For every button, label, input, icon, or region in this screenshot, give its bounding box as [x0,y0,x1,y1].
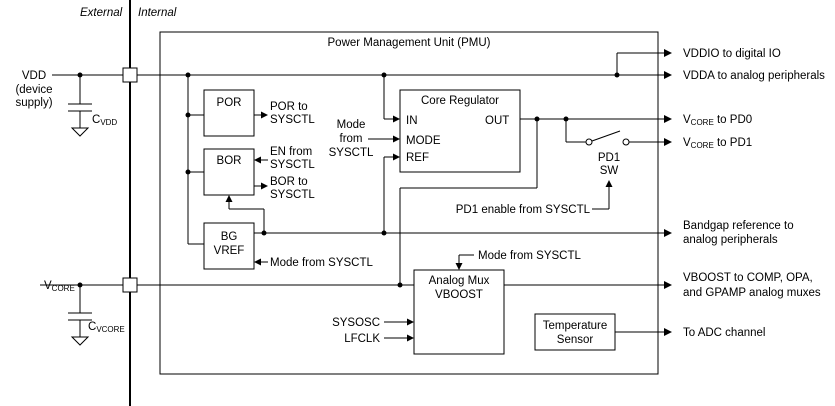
pd1-switch-contact [585,138,593,146]
core-mode-source-line2: from [340,133,363,145]
bor-enable-line2: SYSCTL [270,159,315,171]
ground-icon [70,127,90,137]
core-regulator-block [399,89,521,173]
core-regulator-mode: MODE [406,135,441,147]
vref-label: VREF [214,245,245,257]
vdd-supply-label: supply) [15,97,52,109]
vddio-output-label: VDDIO to digital IO [683,48,781,60]
vdda-output-label: VDDA to analog peripherals [683,70,825,82]
core-mode-source-line3: SYSCTL [329,147,374,159]
pd1-switch-label-line2: SW [600,165,619,177]
lfclk-label: LFCLK [344,333,380,345]
por-output-line1: POR to [270,101,308,113]
pd1-switch-contact [622,138,630,146]
ground-icon [70,336,90,346]
core-regulator-out: OUT [485,115,509,127]
bg-vref-block [203,222,255,270]
core-mode-source-line1: Mode [337,119,366,131]
vboost-label: VBOOST [435,289,483,301]
analog-mux-label: Analog Mux [429,275,490,287]
bandgap-output-line1: Bandgap reference to [683,220,794,232]
mux-mode-label: Mode from SYSCTL [478,250,581,262]
bor-label: BOR [217,155,242,167]
cvdd-label: CVDD [92,114,117,127]
vcore-pin [122,277,138,293]
pd1-switch-blade [591,130,621,142]
temperature-sensor-block [534,313,616,351]
bor-enable-line1: EN from [270,146,312,158]
vboost-output-line1: VBOOST to COMP, OPA, [683,272,813,284]
vdd-pin [122,67,138,83]
core-regulator-ref: REF [406,152,429,164]
bor-block [203,148,255,196]
adc-output-label: To ADC channel [683,327,765,339]
bg-mode-label: Mode from SYSCTL [270,257,373,269]
core-regulator-in: IN [406,115,418,127]
temperature-sensor-line1: Temperature [543,320,608,332]
por-output-line2: SYSCTL [270,114,315,126]
pd1-switch-label-line1: PD1 [598,152,620,164]
pd1-enable-label: PD1 enable from SYSCTL [456,204,591,216]
bandgap-output-line2: analog peripherals [683,234,778,246]
vcore-pd1-label: VCORE to PD1 [683,137,752,150]
external-label: External [80,7,123,19]
core-regulator-title: Core Regulator [421,95,499,107]
sysosc-label: SYSOSC [332,317,380,329]
vcore-pin-label: VCORE [44,280,75,293]
pmu-box [159,31,659,375]
vdd-label: VDD [22,70,46,82]
cvcore-label: CVCORE [88,321,125,334]
pmu-title: Power Management Unit (PMU) [328,37,491,49]
bor-output-line2: SYSCTL [270,189,315,201]
bg-label: BG [221,231,238,243]
por-label: POR [217,97,242,109]
temperature-sensor-line2: Sensor [557,334,594,346]
por-block [203,89,255,137]
bor-output-line1: BOR to [270,176,308,188]
internal-label: Internal [138,7,177,19]
vcore-pd0-label: VCORE to PD0 [683,114,752,127]
vboost-output-line2: and GPAMP analog muxes [683,287,821,299]
vdd-device-label: (device [15,84,52,96]
